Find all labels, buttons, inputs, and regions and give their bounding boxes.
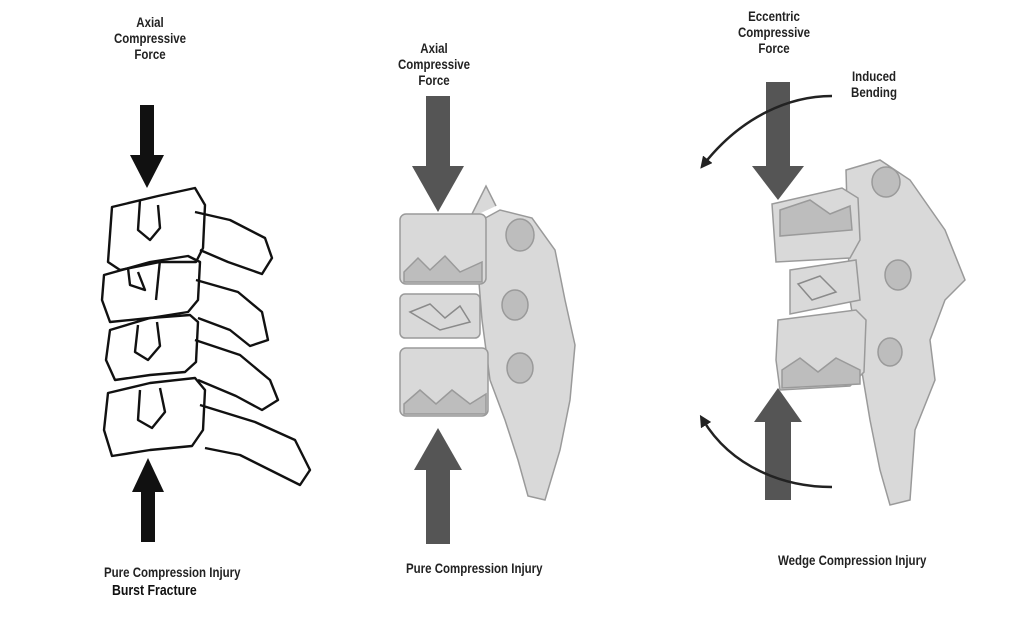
middle-top-force-arrow — [412, 96, 464, 212]
middle-force-label-line2: Compressive — [393, 56, 475, 72]
right-force-label: Eccentric Compressive Force — [733, 8, 815, 56]
middle-force-label-line1: Axial — [393, 40, 475, 56]
left-force-label-line2: Compressive — [109, 30, 191, 46]
left-panel — [102, 105, 310, 542]
left-force-label: Axial Compressive Force — [109, 14, 191, 62]
right-force-label-line3: Force — [733, 40, 815, 56]
middle-force-label-line3: Force — [393, 72, 475, 88]
induced-bending-label: Induced Bending — [833, 68, 915, 100]
left-top-force-arrow — [130, 105, 164, 188]
left-caption-line1: Pure Compression Injury — [104, 564, 241, 580]
middle-panel — [400, 96, 575, 544]
left-caption-line2: Burst Fracture — [112, 582, 197, 599]
right-vertebrae — [772, 160, 965, 505]
right-panel — [703, 82, 965, 505]
right-force-label-line2: Compressive — [733, 24, 815, 40]
right-caption: Wedge Compression Injury — [778, 552, 926, 568]
left-force-label-line1: Axial — [109, 14, 191, 30]
middle-force-label: Axial Compressive Force — [393, 40, 475, 88]
middle-caption: Pure Compression Injury — [406, 560, 543, 576]
induced-bending-label-line2: Bending — [833, 84, 915, 100]
left-vertebrae-outline — [102, 188, 310, 485]
induced-bending-label-line1: Induced — [833, 68, 915, 84]
left-force-label-line3: Force — [109, 46, 191, 62]
middle-bottom-force-arrow — [414, 428, 462, 544]
right-force-label-line1: Eccentric — [733, 8, 815, 24]
left-bottom-force-arrow — [132, 458, 164, 542]
